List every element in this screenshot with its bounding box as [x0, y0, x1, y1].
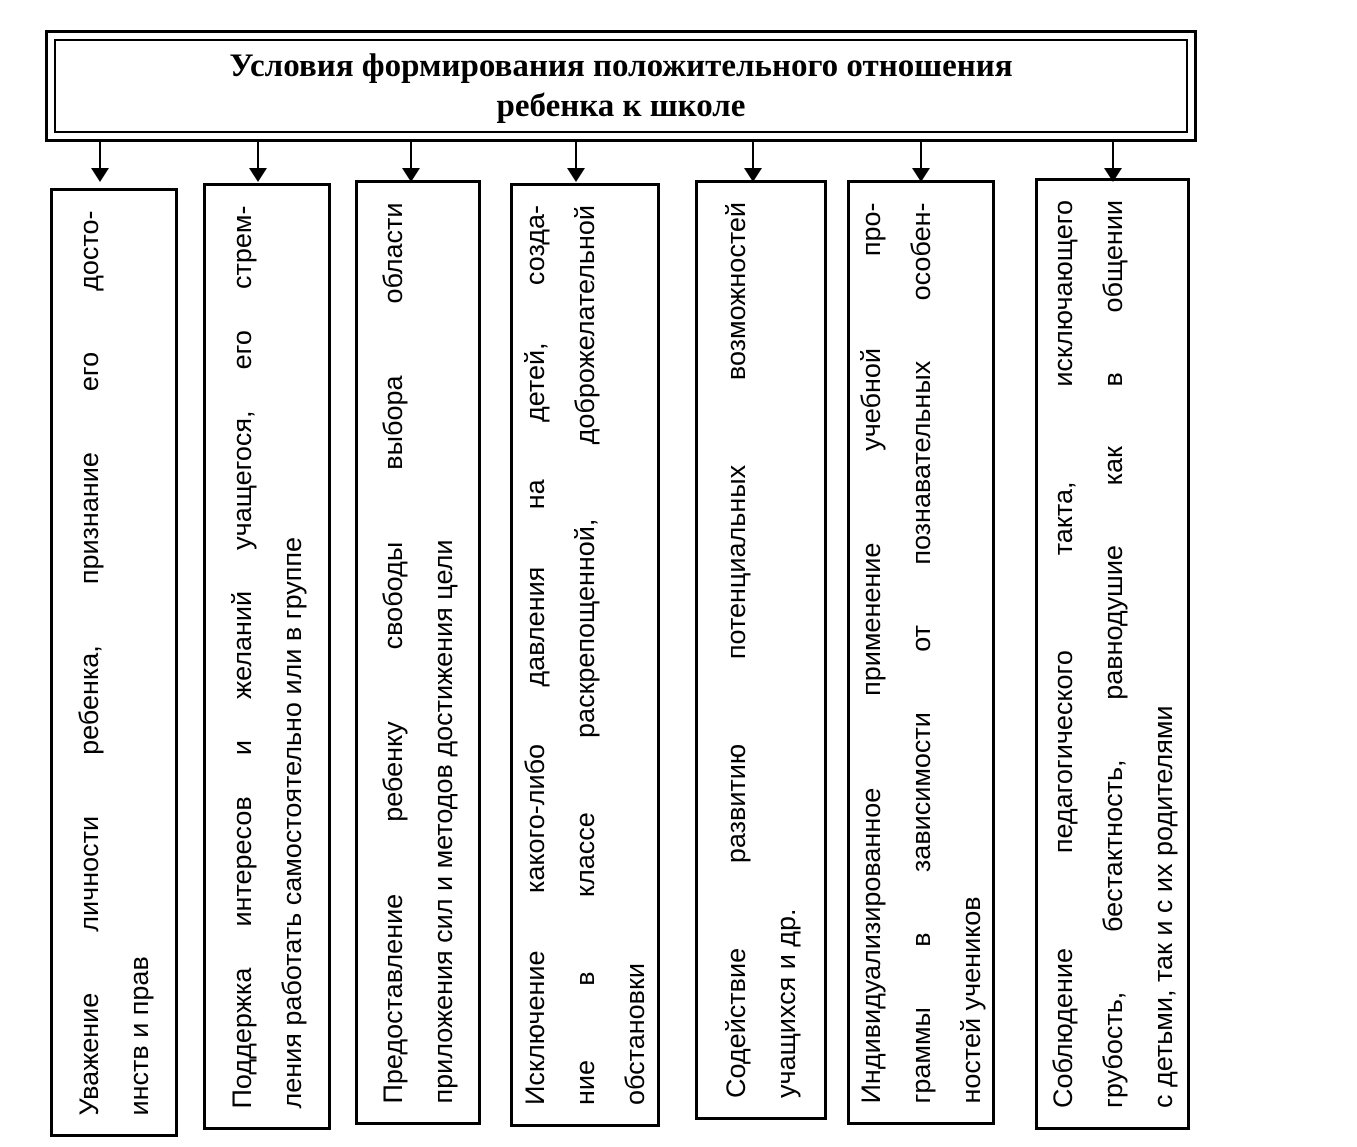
condition-line: Соблюдение педагогического такта, исключ…	[1047, 200, 1078, 1108]
condition-box-4: Исключение какого-либо давления на детей…	[510, 183, 660, 1127]
arrow-down-icon	[1104, 142, 1122, 182]
condition-box-1: Уважение личности ребенка, признание его…	[50, 188, 178, 1137]
title-inner-frame: Условия формирования положительного отно…	[54, 39, 1188, 133]
arrow-down-icon	[249, 142, 267, 182]
condition-line: Содействие развитию потенциальных возмож…	[721, 202, 751, 1098]
condition-line: Поддержка интересов и желаний учащегося,…	[227, 205, 257, 1108]
condition-box-6: Индивидуализированное применение учебной…	[847, 180, 995, 1125]
condition-line: граммы в зависимости от познавательных о…	[906, 202, 936, 1103]
condition-box-3: Предоставление ребенку свободы выбора об…	[355, 180, 481, 1125]
diagram-title: Условия формирования положительного отно…	[229, 46, 1012, 126]
arrow-down-icon	[402, 142, 420, 182]
condition-text: Содействие развитию потенциальных возмож…	[711, 180, 811, 1120]
condition-text: Предоставление ребенку свободы выбора об…	[368, 180, 468, 1125]
arrow-down-icon	[912, 142, 930, 182]
condition-line: Уважение личности ребенка, признание его…	[74, 210, 104, 1115]
condition-box-5: Содействие развитию потенциальных возмож…	[695, 180, 827, 1120]
title-line-2: ребенка к школе	[496, 88, 746, 124]
condition-line: Индивидуализированное применение учебной…	[856, 202, 886, 1103]
title-line-1: Условия формирования положительного отно…	[229, 48, 1013, 84]
condition-text: Поддержка интересов и желаний учащегося,…	[217, 183, 317, 1130]
condition-line: грубость, бестактность, равнодушие как в…	[1097, 200, 1128, 1108]
condition-line: ления работать самостоятельно или в груп…	[277, 536, 307, 1108]
title-box: Условия формирования положительного отно…	[45, 30, 1197, 142]
condition-line: Исключение какого-либо давления на детей…	[520, 205, 550, 1105]
arrow-down-icon	[91, 142, 109, 182]
condition-line: ностей учеников	[956, 895, 986, 1103]
condition-line: инств и прав	[124, 955, 154, 1115]
condition-line: учащихся и др.	[771, 908, 801, 1098]
arrow-down-icon	[567, 142, 585, 182]
condition-line: обстановки	[620, 963, 650, 1105]
arrow-down-icon	[744, 142, 762, 182]
condition-text: Уважение личности ребенка, признание его…	[64, 188, 164, 1137]
condition-box-2: Поддержка интересов и желаний учащегося,…	[203, 183, 331, 1130]
condition-line: с детьми, так и с их родителями	[1147, 705, 1178, 1109]
condition-text: Исключение какого-либо давления на детей…	[510, 183, 660, 1127]
condition-text: Соблюдение педагогического такта, исключ…	[1038, 178, 1188, 1130]
condition-text: Индивидуализированное применение учебной…	[846, 180, 996, 1125]
condition-box-7: Соблюдение педагогического такта, исключ…	[1035, 178, 1190, 1130]
condition-line: Предоставление ребенку свободы выбора об…	[378, 202, 408, 1103]
condition-line: приложения сил и методов достижения цели	[428, 539, 458, 1103]
condition-line: ние в классе раскрепощенной, доброжелате…	[570, 205, 600, 1105]
